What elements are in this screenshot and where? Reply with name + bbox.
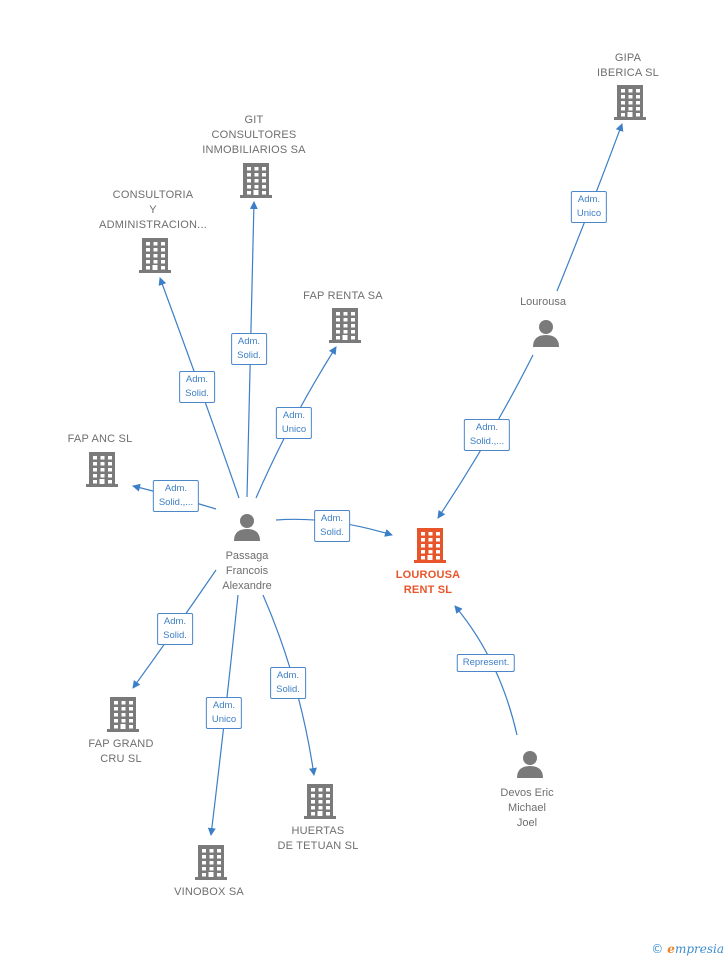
edge-label[interactable]: Adm. Solid.,... bbox=[152, 480, 200, 512]
person-icon bbox=[234, 514, 260, 541]
node-fap-anc[interactable] bbox=[85, 450, 119, 493]
edge-label[interactable]: Adm. Solid.,... bbox=[463, 419, 511, 451]
node-label-git[interactable]: GIT CONSULTORES INMOBILIARIOS SA bbox=[202, 114, 306, 156]
building-icon bbox=[614, 85, 646, 120]
edge-label[interactable]: Adm. Unico bbox=[205, 697, 243, 729]
edge-label[interactable]: Adm. Solid. bbox=[179, 371, 215, 403]
edge-label[interactable]: Adm. Unico bbox=[275, 407, 313, 439]
brand-logo: ©empresia bbox=[651, 942, 724, 956]
node-fap-renta[interactable] bbox=[328, 306, 362, 349]
node-vinobox[interactable] bbox=[194, 843, 228, 886]
node-fap-grand[interactable] bbox=[106, 695, 140, 738]
node-devos[interactable] bbox=[515, 749, 545, 784]
node-label-gipa[interactable]: GIPA IBERICA SL bbox=[597, 52, 659, 79]
building-icon bbox=[139, 238, 171, 273]
edge-label[interactable]: Adm. Solid. bbox=[157, 613, 193, 645]
building-icon bbox=[107, 697, 139, 732]
node-label-louroursa-person[interactable]: Lourousa bbox=[520, 296, 566, 308]
node-gipa[interactable] bbox=[613, 83, 647, 126]
node-label-fap-grand[interactable]: FAP GRAND CRU SL bbox=[88, 738, 154, 765]
edge-label[interactable]: Adm. Solid. bbox=[270, 667, 306, 699]
node-label-fap-anc[interactable]: FAP ANC SL bbox=[67, 433, 133, 445]
building-icon bbox=[240, 163, 272, 198]
node-label-vinobox[interactable]: VINOBOX SA bbox=[174, 886, 244, 898]
node-passaga[interactable] bbox=[232, 512, 262, 547]
building-icon bbox=[414, 528, 446, 563]
edge-label[interactable]: Adm. Unico bbox=[570, 191, 608, 223]
node-label-lourousa-rent[interactable]: LOUROUSA RENT SL bbox=[395, 569, 461, 596]
node-label-consultoria[interactable]: CONSULTORIA Y ADMINISTRACION... bbox=[99, 189, 207, 231]
building-icon bbox=[304, 784, 336, 819]
edge-label[interactable]: Adm. Solid. bbox=[231, 333, 267, 365]
node-huertas[interactable] bbox=[303, 782, 337, 825]
brand-initial: e bbox=[667, 942, 675, 956]
person-icon bbox=[517, 751, 543, 778]
edge-label[interactable]: Adm. Solid. bbox=[314, 510, 350, 542]
node-label-fap-renta[interactable]: FAP RENTA SA bbox=[303, 290, 383, 302]
building-icon bbox=[195, 845, 227, 880]
node-label-huertas[interactable]: HUERTAS DE TETUAN SL bbox=[277, 825, 359, 852]
building-icon bbox=[86, 452, 118, 487]
node-louroursa-person[interactable] bbox=[531, 318, 561, 353]
copyright-icon: © bbox=[651, 942, 664, 956]
node-lourousa-rent[interactable] bbox=[413, 526, 447, 569]
brand-name: mpresia bbox=[674, 942, 724, 956]
person-icon bbox=[533, 320, 559, 347]
node-label-devos[interactable]: Devos Eric Michael Joel bbox=[500, 787, 554, 829]
node-consultoria[interactable] bbox=[138, 236, 172, 279]
node-git[interactable] bbox=[239, 161, 273, 204]
node-label-passaga[interactable]: Passaga Francois Alexandre bbox=[222, 550, 272, 592]
edge-label[interactable]: Represent. bbox=[456, 654, 516, 672]
building-icon bbox=[329, 308, 361, 343]
